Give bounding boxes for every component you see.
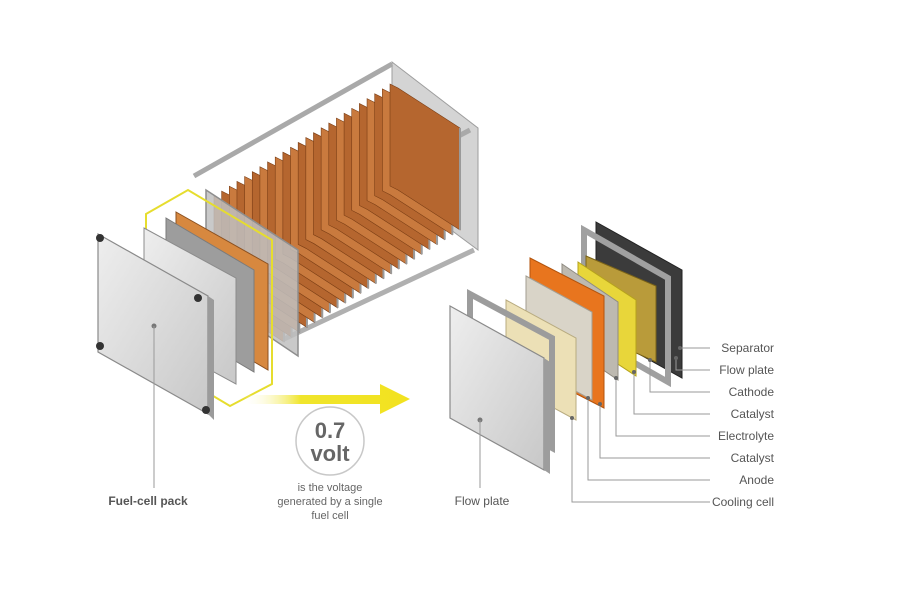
leader-lines xyxy=(153,326,710,503)
voltage-badge: 0.7 volt is the voltage generated by a s… xyxy=(277,406,383,522)
exploded-cell-illustration xyxy=(449,221,683,474)
pack-bottom-rail-2 xyxy=(280,247,476,343)
layer-label-anode: Anode xyxy=(739,473,774,487)
layer-label-cathode: Cathode xyxy=(729,385,775,399)
pack-top-rail xyxy=(192,61,394,179)
layer-label-cooling-cell: Cooling cell xyxy=(712,495,774,509)
fuel-cell-pack-label: Fuel-cell pack xyxy=(108,494,188,508)
fuel-cell-pack-illustration xyxy=(96,60,479,420)
layer-label-electrolyte: Electrolyte xyxy=(718,429,774,443)
voltage-caption-line: generated by a single xyxy=(277,496,382,508)
bolt-icon xyxy=(96,234,104,242)
voltage-unit: volt xyxy=(310,441,350,466)
arrow-icon xyxy=(242,384,410,414)
layer-label-flow-plate: Flow plate xyxy=(719,363,774,377)
voltage-circle xyxy=(295,406,365,476)
layer-label-separator: Separator xyxy=(721,341,774,355)
flow-plate-label: Flow plate xyxy=(455,494,510,508)
voltage-caption-line: fuel cell xyxy=(311,510,348,522)
bolt-icon xyxy=(194,294,202,302)
voltage-value: 0.7 xyxy=(315,418,346,443)
bolt-icon xyxy=(96,342,104,350)
layer-label-catalyst: Catalyst xyxy=(731,407,775,421)
layer-label-catalyst-2: Catalyst xyxy=(731,451,775,465)
bolt-icon xyxy=(202,406,210,414)
layer-labels: Separator Flow plate Cathode Catalyst El… xyxy=(712,341,775,509)
voltage-caption-line: is the voltage xyxy=(298,482,363,494)
